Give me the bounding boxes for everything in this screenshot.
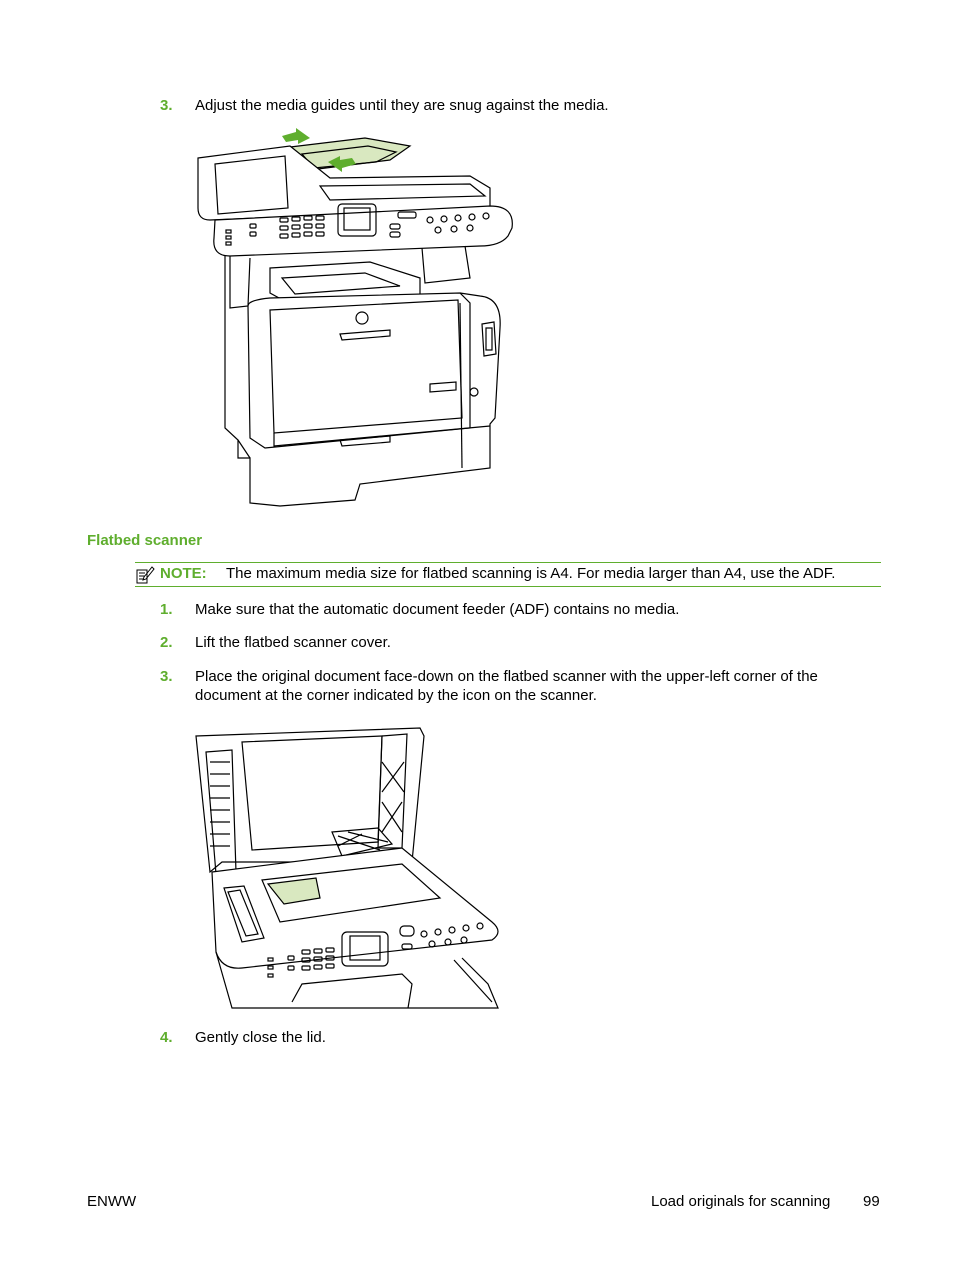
footer-left: ENWW	[87, 1193, 137, 1210]
step-text: Lift the flatbed scanner cover.	[195, 634, 391, 651]
step-number: 3.	[160, 97, 173, 114]
section-heading-flatbed: Flatbed scanner	[87, 532, 203, 549]
flatbed-scanner-illustration	[195, 727, 499, 1009]
note-icon	[136, 566, 155, 584]
step-number: 4.	[160, 1029, 173, 1046]
note-box: NOTE: The maximum media size for flatbed…	[135, 562, 881, 587]
step-number: 1.	[160, 601, 173, 618]
footer-section-title: Load originals for scanning	[651, 1193, 831, 1210]
printer-adf-illustration	[197, 128, 513, 507]
step-text: Place the original document face-down on…	[195, 668, 818, 704]
step-number: 2.	[160, 634, 173, 651]
note-text: The maximum media size for flatbed scann…	[226, 565, 836, 582]
step-text: Gently close the lid.	[195, 1029, 326, 1046]
footer-page-number: 99	[863, 1193, 880, 1210]
note-label: NOTE:	[160, 565, 207, 582]
step-text: Make sure that the automatic document fe…	[195, 601, 680, 618]
step-text: Adjust the media guides until they are s…	[195, 97, 609, 114]
step-number: 3.	[160, 668, 173, 685]
